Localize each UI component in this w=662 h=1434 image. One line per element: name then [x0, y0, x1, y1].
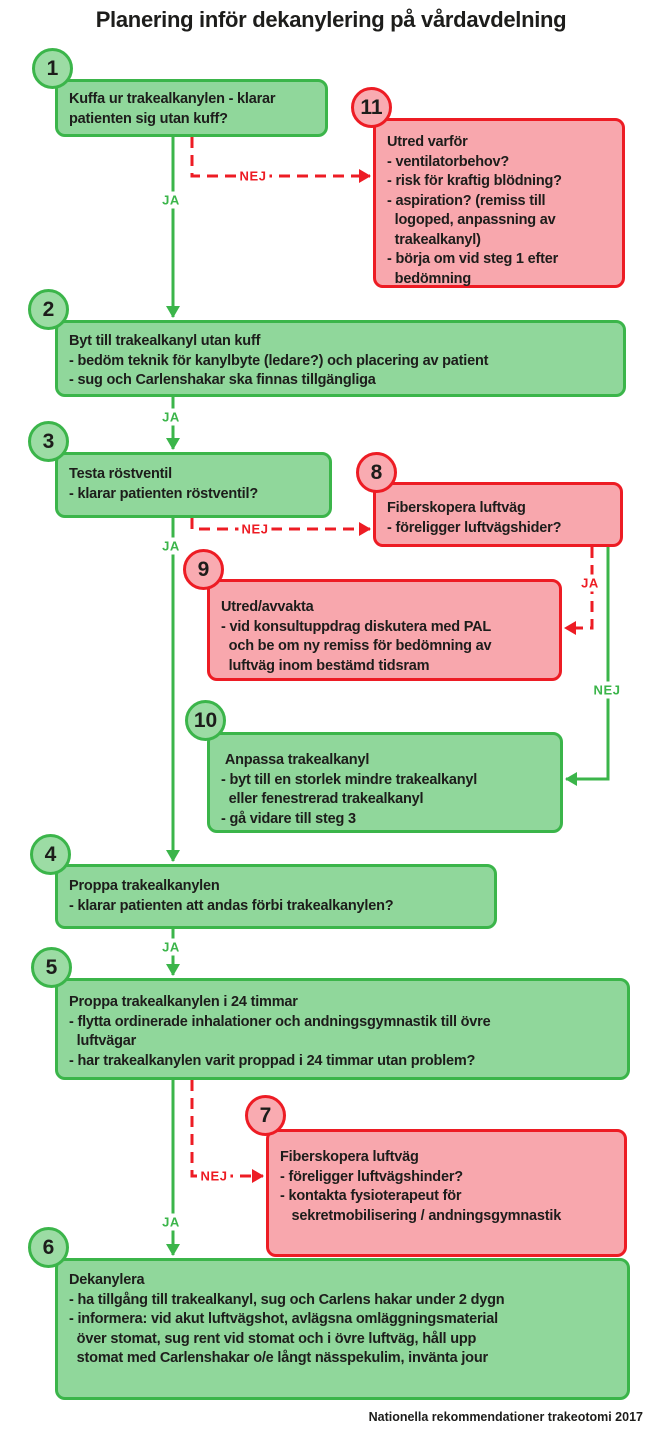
connector-5-7-label: NEJ: [197, 1167, 231, 1185]
step-2-text: Byt till trakealkanyl utan kuff - bedöm …: [69, 333, 489, 388]
step-4-number-circle: 4: [30, 834, 71, 875]
step-8-text: Fiberskopera luftväg - föreligger luftvä…: [387, 500, 562, 536]
connector-5-6-label: JA: [159, 1213, 183, 1231]
step-11-number-circle: 11: [351, 87, 392, 128]
step-4-text: Proppa trakealkanylen - klarar patienten…: [69, 878, 394, 914]
step-8-number-circle: 8: [356, 452, 397, 493]
step-9-text: Utred/avvakta - vid konsultuppdrag disku…: [221, 599, 492, 674]
step-5-text: Proppa trakealkanylen i 24 timmar - flyt…: [69, 994, 491, 1069]
step-3-number: 3: [42, 429, 55, 453]
step-11-text: Utred varför - ventilatorbehov? - risk f…: [387, 134, 562, 287]
connector-3-4-label: JA: [159, 537, 183, 555]
step-5-number-circle: 5: [31, 947, 72, 988]
connector-8-9-line: [564, 547, 594, 635]
step-2-number-circle: 2: [28, 289, 69, 330]
step-7-number-circle: 7: [245, 1095, 286, 1136]
step-5-number: 5: [45, 955, 58, 979]
connector-1-11-line: [190, 137, 371, 183]
step-4-number: 4: [44, 842, 57, 866]
step-6-number: 6: [42, 1235, 55, 1259]
step-11-number: 11: [360, 95, 383, 119]
connector-8-9-label: JA: [578, 574, 602, 592]
step-4-box: Proppa trakealkanylen - klarar patienten…: [55, 864, 497, 929]
step-9-number-circle: 9: [183, 549, 224, 590]
connector-3-8-line: [190, 518, 371, 536]
step-6-number-circle: 6: [28, 1227, 69, 1268]
footer-source-note: Nationella rekommendationer trakeotomi 2…: [368, 1410, 643, 1424]
step-7-box: Fiberskopera luftväg - föreligger luftvä…: [266, 1129, 627, 1257]
step-10-box: Anpassa trakealkanyl - byt till en storl…: [207, 732, 563, 833]
step-9-number: 9: [197, 557, 210, 581]
step-1-text: Kuffa ur trakealkanylen - klarar patient…: [69, 91, 276, 127]
connector-8-10-line: [565, 547, 610, 786]
step-7-number: 7: [259, 1103, 272, 1127]
step-5-box: Proppa trakealkanylen i 24 timmar - flyt…: [55, 978, 630, 1080]
step-6-box: Dekanylera - ha tillgång till trakealkan…: [55, 1258, 630, 1400]
connector-2-3-label: JA: [159, 408, 183, 426]
step-11-box: Utred varför - ventilatorbehov? - risk f…: [373, 118, 625, 288]
step-1-box: Kuffa ur trakealkanylen - klarar patient…: [55, 79, 328, 137]
step-10-number-circle: 10: [185, 700, 226, 741]
step-1-number: 1: [46, 56, 59, 80]
step-2-box: Byt till trakealkanyl utan kuff - bedöm …: [55, 320, 626, 397]
connector-4-5-label: JA: [159, 938, 183, 956]
connector-1-2-label: JA: [159, 191, 183, 209]
connector-1-11-label: NEJ: [236, 167, 270, 185]
step-6-text: Dekanylera - ha tillgång till trakealkan…: [69, 1272, 505, 1366]
step-2-number: 2: [42, 297, 55, 321]
step-9-box: Utred/avvakta - vid konsultuppdrag disku…: [207, 579, 562, 681]
step-8-box: Fiberskopera luftväg - föreligger luftvä…: [373, 482, 623, 547]
step-3-text: Testa röstventil - klarar patienten röst…: [69, 466, 258, 502]
step-8-number: 8: [370, 460, 383, 484]
step-1-number-circle: 1: [32, 48, 73, 89]
connector-3-8-label: NEJ: [238, 520, 272, 538]
page-title: Planering inför dekanylering på vårdavde…: [95, 7, 567, 32]
step-3-box: Testa röstventil - klarar patienten röst…: [55, 452, 332, 518]
connector-8-10-label: NEJ: [590, 681, 624, 699]
step-10-text: Anpassa trakealkanyl - byt till en storl…: [221, 752, 478, 827]
step-3-number-circle: 3: [28, 421, 69, 462]
step-7-text: Fiberskopera luftväg - föreligger luftvä…: [280, 1149, 562, 1224]
step-10-number: 10: [193, 708, 218, 732]
connector-5-7-line: [190, 1080, 264, 1183]
